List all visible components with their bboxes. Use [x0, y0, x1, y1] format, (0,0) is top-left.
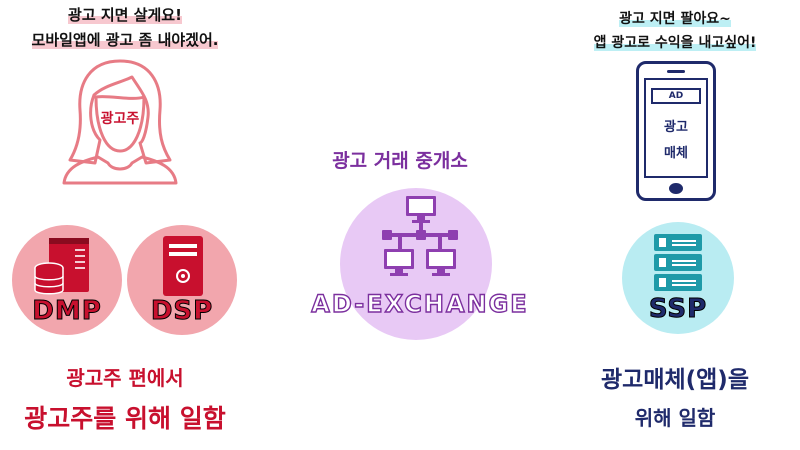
publisher-speech: 광고 지면 팔아요~ 앱 광고로 수익을 내고싶어! [550, 8, 800, 52]
publisher-speech-line1: 광고 지면 팔아요~ [619, 11, 731, 27]
exchange-label: AD-EXCHANGE [311, 289, 529, 318]
advertiser-caption-line1: 광고주 편에서 [66, 366, 184, 390]
publisher-speech-line2: 앱 광고로 수익을 내고싶어! [593, 35, 757, 51]
phone-ad-banner: AD [651, 88, 701, 104]
publisher-caption-line1: 광고매체(앱)을 [601, 367, 749, 393]
publisher-phone-icon: AD 광고 매체 [636, 61, 716, 201]
phone-label-line2: 매체 [664, 146, 688, 161]
server-rack-icon [654, 234, 702, 291]
advertiser-speech-line1: 광고 지면 살게요! [68, 6, 182, 24]
phone-home-button [669, 183, 683, 194]
network-icon [382, 196, 458, 276]
advertiser-caption: 광고주 편에서 광고주를 위해 일함 [0, 362, 250, 435]
advertiser-figure-label: 광고주 [100, 111, 140, 127]
server-tower-icon [163, 236, 203, 296]
advertiser-figure-icon [62, 59, 178, 185]
publisher-caption: 광고매체(앱)을 위해 일함 [560, 360, 790, 431]
advertiser-caption-line2: 광고주를 위해 일함 [24, 404, 226, 433]
phone-screen [644, 78, 708, 178]
dsp-label: DSP [150, 296, 214, 327]
dmp-label: DMP [32, 296, 102, 327]
phone-speaker [667, 70, 685, 73]
advertiser-speech-line2: 모바일앱에 광고 좀 내야겠어. [31, 31, 219, 49]
advertiser-speech: 광고 지면 살게요! 모바일앱에 광고 좀 내야겠어. [0, 4, 250, 50]
phone-label-line1: 광고 [664, 120, 688, 135]
database-server-icon [34, 238, 89, 295]
publisher-caption-line2: 위해 일함 [634, 406, 716, 430]
ssp-label: SSP [648, 294, 708, 325]
exchange-title: 광고 거래 중개소 [332, 150, 468, 172]
